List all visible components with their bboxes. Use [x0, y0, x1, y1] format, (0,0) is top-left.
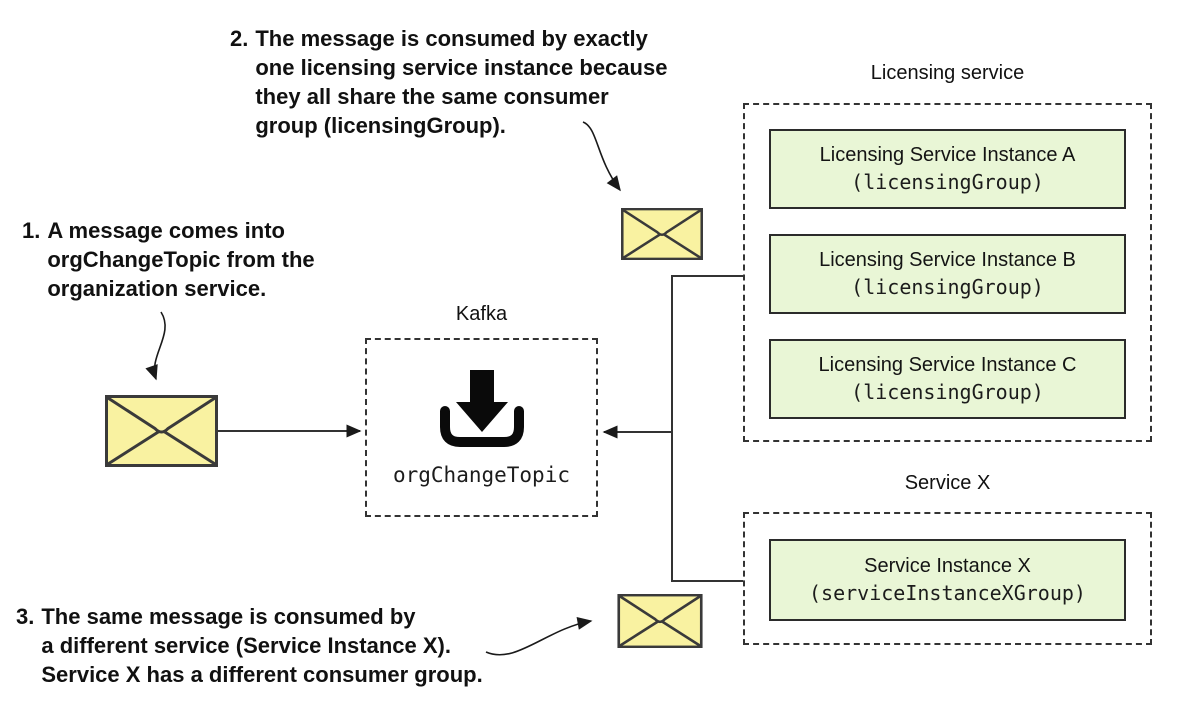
- consumer-group-label: (licensingGroup): [851, 275, 1044, 299]
- kafka-title: Kafka: [455, 303, 508, 325]
- note-1-line: organization service.: [47, 276, 267, 301]
- note-3-line: a different service (Service Instance X)…: [41, 633, 451, 658]
- kafka-topic-label: orgChangeTopic: [392, 463, 570, 487]
- licensing-message-envelope-icon: [621, 208, 703, 260]
- service-x-box: Service Instance X (serviceInstanceXGrou…: [743, 512, 1152, 645]
- note-3-number: 3.: [16, 604, 35, 629]
- consumer-group-label: (licensingGroup): [851, 380, 1044, 404]
- note1-pointer-arrow: [145, 311, 166, 381]
- note-3-text: The same message is consumed by a differ…: [41, 602, 482, 689]
- service-x-title: Service X: [904, 472, 991, 494]
- servicex-message-envelope-icon: [617, 594, 703, 648]
- licensing-instance-b-card: Licensing Service Instance B (licensingG…: [769, 234, 1126, 314]
- note-2-line: they all share the same consumer: [255, 84, 609, 109]
- note3-pointer-arrow: [485, 616, 593, 656]
- licensing-service-title: Licensing service: [870, 62, 1025, 84]
- note-1-text: A message comes into orgChangeTopic from…: [47, 216, 314, 303]
- note-3-line: Service X has a different consumer group…: [41, 662, 483, 687]
- consumer-group-label: (licensingGroup): [851, 170, 1044, 194]
- note-2-number: 2.: [230, 26, 249, 51]
- note-3: 3. The same message is consumed by a dif…: [16, 602, 483, 689]
- note-2-text: The message is consumed by exactly one l…: [255, 24, 667, 140]
- note-1-line: orgChangeTopic from the: [47, 247, 315, 272]
- licensing-instance-c-card: Licensing Service Instance C (licensingG…: [769, 339, 1126, 419]
- incoming-message-envelope-icon: [105, 395, 218, 467]
- note-1: 1. A message comes into orgChangeTopic f…: [22, 216, 315, 303]
- consumer-fanout-connector: [671, 275, 743, 582]
- kafka-box: orgChangeTopic: [365, 338, 598, 517]
- note-3-line: The same message is consumed by: [41, 604, 416, 629]
- topic-inbox-download-icon: [439, 370, 524, 447]
- note-2-line: one licensing service instance because: [255, 55, 668, 80]
- instance-name: Licensing Service Instance A: [819, 144, 1076, 166]
- note-2: 2. The message is consumed by exactly on…: [230, 24, 667, 140]
- licensing-service-box: Licensing Service Instance A (licensingG…: [743, 103, 1152, 442]
- instance-name: Service Instance X: [864, 555, 1031, 577]
- note-1-line: A message comes into: [47, 218, 285, 243]
- instance-name: Licensing Service Instance C: [818, 354, 1077, 376]
- note-1-number: 1.: [22, 218, 41, 243]
- note-2-line: The message is consumed by exactly: [255, 26, 648, 51]
- note-2-line: group (licensingGroup).: [255, 113, 506, 138]
- service-x-instance-card: Service Instance X (serviceInstanceXGrou…: [769, 539, 1126, 621]
- consumer-group-label: (serviceInstanceXGroup): [809, 581, 1086, 605]
- licensing-instance-a-card: Licensing Service Instance A (licensingG…: [769, 129, 1126, 209]
- instance-name: Licensing Service Instance B: [819, 249, 1076, 271]
